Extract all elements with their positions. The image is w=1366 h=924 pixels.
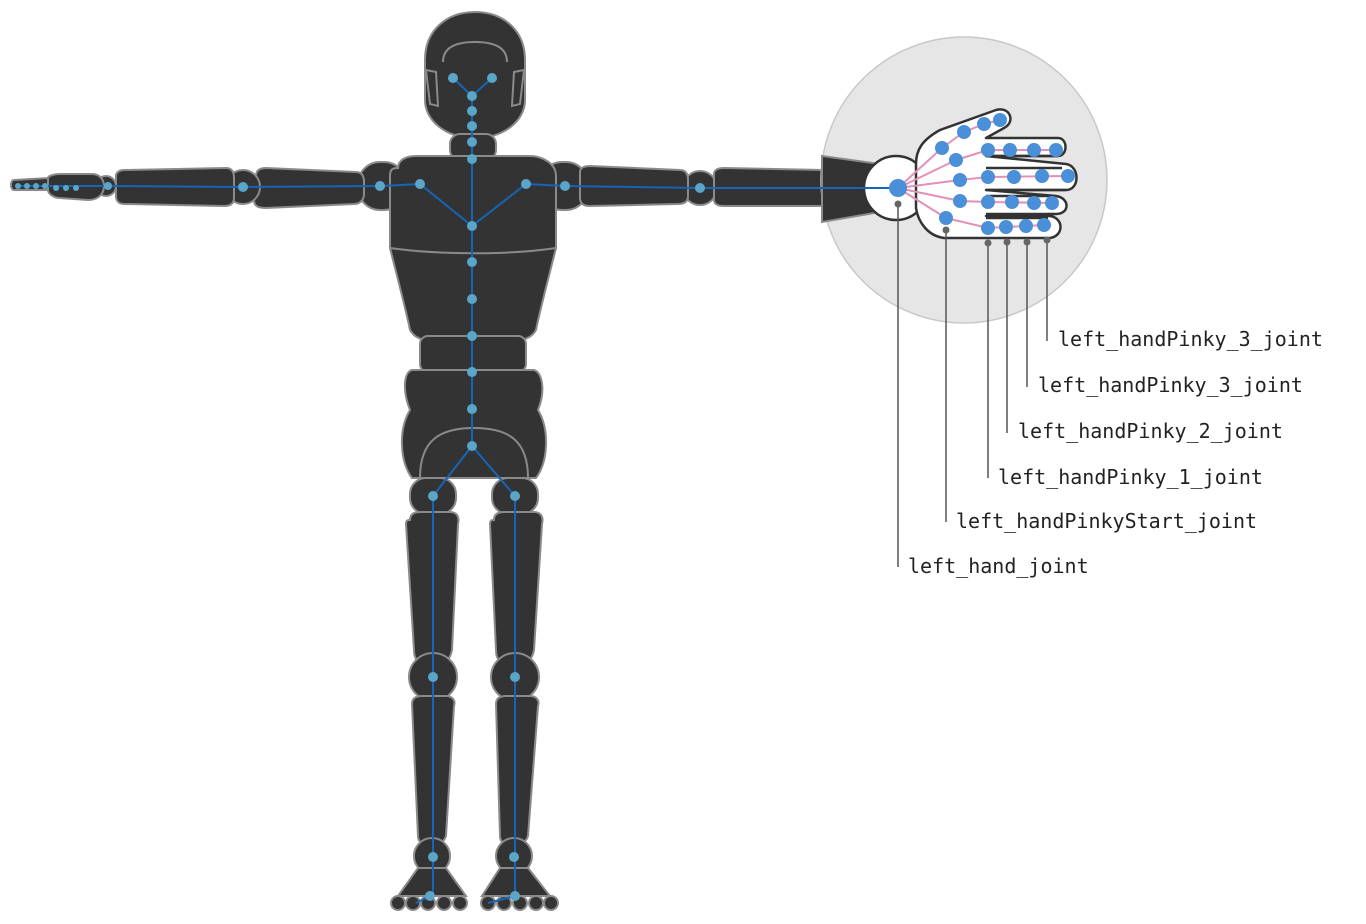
leader-lines: [894, 200, 1051, 567]
finger-separators: [986, 154, 1066, 220]
skeleton-joints: [15, 73, 705, 901]
right-toes: [390, 895, 468, 911]
label-pinky-3-inner: left_handPinky_3_joint: [1038, 373, 1303, 397]
pelvis: [400, 369, 548, 479]
left-thigh: [488, 511, 544, 663]
hand-joint: [889, 179, 907, 197]
left-upper-arm: [579, 164, 689, 208]
label-hand-joint: left_hand_joint: [908, 554, 1089, 578]
finger-joints: [889, 113, 1075, 235]
label-pinky-1: left_handPinky_1_joint: [998, 465, 1263, 489]
label-pinky-2: left_handPinky_2_joint: [1018, 419, 1283, 443]
body-silhouette: [10, 10, 823, 911]
joint-labels: left_handPinky_3_joint left_handPinky_3_…: [908, 327, 1323, 578]
left-forearm: [713, 166, 823, 207]
right-upper-arm: [252, 166, 365, 210]
head: [424, 10, 526, 140]
label-pinky-start: left_handPinkyStart_joint: [956, 509, 1257, 533]
left-shin: [494, 695, 540, 845]
label-pinky-3-outer: left_handPinky_3_joint: [1058, 327, 1323, 351]
